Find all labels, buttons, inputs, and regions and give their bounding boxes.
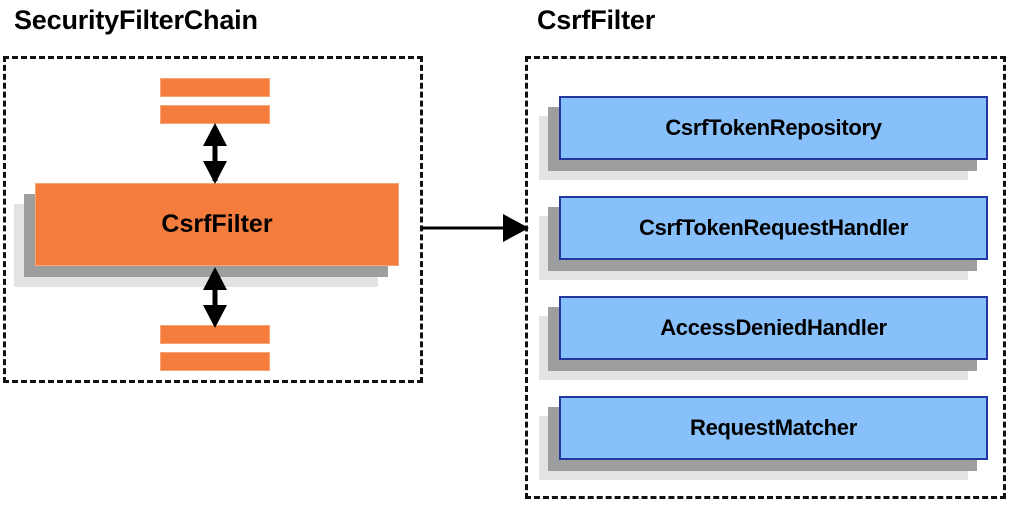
box-label: CsrfFilter [161, 210, 273, 238]
box-face: CsrfFilter [35, 183, 399, 266]
box-label: CsrfTokenRepository [665, 115, 882, 140]
panel-security-filter-chain [3, 56, 423, 383]
filter-stub-top-2 [160, 105, 270, 124]
filter-stub-top-1 [160, 78, 270, 97]
box-csrftokenrequesthandler[interactable]: CsrfTokenRequestHandler [539, 196, 988, 280]
box-csrffilter[interactable]: CsrfFilter [14, 183, 399, 287]
box-face: AccessDeniedHandler [559, 296, 988, 360]
filter-stub-bottom-2 [160, 352, 270, 371]
page-title-security-filter-chain: SecurityFilterChain [14, 5, 258, 35]
expansion-arrow [422, 214, 529, 242]
page-title-csrf-filter: CsrfFilter [537, 5, 656, 35]
panel-csrf-filter [525, 56, 1006, 499]
box-csrftokenrepository[interactable]: CsrfTokenRepository [539, 96, 988, 180]
box-face: RequestMatcher [559, 396, 988, 460]
box-face: CsrfTokenRepository [559, 96, 988, 160]
box-label: RequestMatcher [690, 415, 857, 440]
box-face: CsrfTokenRequestHandler [559, 196, 988, 260]
box-requestmatcher[interactable]: RequestMatcher [539, 396, 988, 480]
box-accessdeniedhandler[interactable]: AccessDeniedHandler [539, 296, 988, 380]
filter-stub-bottom-1 [160, 325, 270, 344]
box-label: CsrfTokenRequestHandler [639, 215, 908, 240]
box-label: AccessDeniedHandler [660, 315, 887, 340]
